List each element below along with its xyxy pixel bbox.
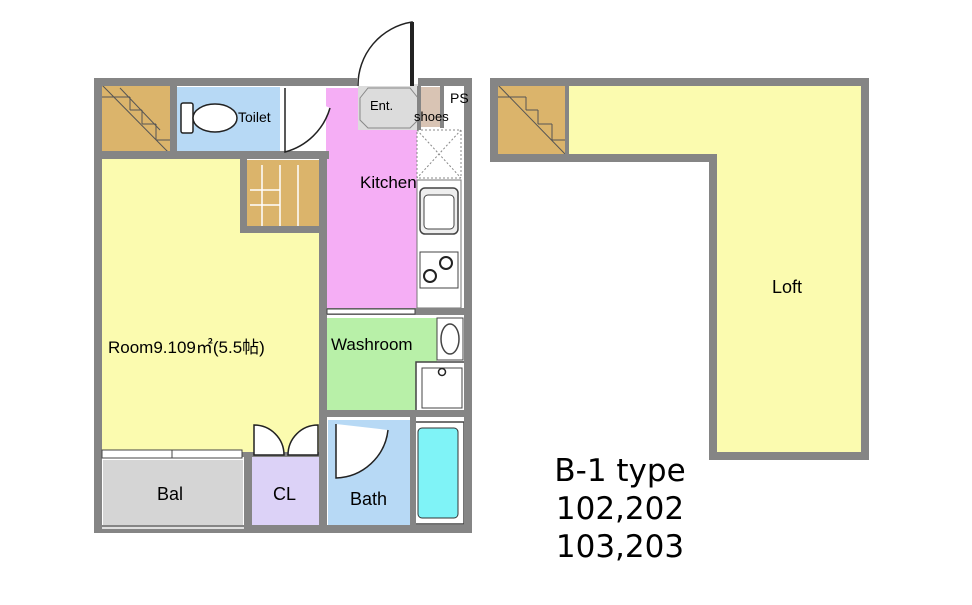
stairs-room-lines bbox=[250, 165, 299, 230]
toilet-tank bbox=[180, 102, 194, 134]
entrance-step bbox=[359, 87, 419, 129]
closet-door-right[interactable] bbox=[287, 424, 319, 456]
balcony-label: Bal bbox=[157, 484, 183, 504]
unit-numbers-line-2: 103,203 bbox=[555, 529, 685, 565]
ps-label: PS bbox=[450, 90, 469, 106]
room-floor bbox=[100, 158, 247, 452]
bath-label: Bath bbox=[350, 489, 387, 509]
closet-door-left[interactable] bbox=[253, 424, 285, 456]
stove-burner-1 bbox=[423, 269, 437, 283]
entrance-door-leaf bbox=[410, 22, 414, 86]
room-label: Room9.109㎡(5.5帖) bbox=[108, 338, 265, 357]
walls-loft bbox=[490, 78, 869, 460]
kitchen-label: Kitchen bbox=[360, 173, 417, 192]
loft-floor-main bbox=[717, 150, 861, 452]
loft-floor-top bbox=[565, 86, 861, 156]
entrance-label: Ent. bbox=[370, 98, 393, 113]
closet-label: CL bbox=[273, 484, 296, 504]
loft-stairs-lines bbox=[496, 83, 566, 155]
room-floor-right bbox=[246, 232, 322, 452]
vanity-basin bbox=[440, 323, 460, 355]
entrance-door[interactable] bbox=[357, 21, 413, 87]
shoes-cabinet bbox=[418, 87, 440, 127]
bathtub-water bbox=[417, 427, 459, 519]
unit-numbers-line-1: 102,202 bbox=[555, 491, 685, 527]
stairs-upper-room bbox=[246, 160, 322, 232]
kitchen-washroom-door bbox=[326, 308, 416, 315]
toilet-label: Toilet bbox=[238, 109, 271, 125]
kitchen-sink-basin bbox=[423, 194, 455, 230]
unit-type-block: B-1 type 102,202 103,203 bbox=[520, 452, 720, 566]
loft-label: Loft bbox=[772, 277, 802, 297]
shoes-label: shoes bbox=[414, 109, 449, 124]
washing-machine-drain bbox=[437, 367, 447, 377]
fridge-cross-2 bbox=[416, 129, 462, 179]
closet-floor bbox=[252, 455, 320, 525]
washing-machine-pan bbox=[415, 361, 469, 415]
unit-type-title: B-1 type bbox=[554, 453, 686, 489]
stairs-corner-lines bbox=[100, 83, 171, 155]
stove-burner-2 bbox=[439, 256, 453, 270]
toilet-bowl bbox=[192, 103, 238, 133]
balcony-floor bbox=[103, 460, 243, 525]
kitchen-stove bbox=[419, 251, 459, 289]
toilet-door[interactable] bbox=[284, 88, 331, 153]
washroom-label: Washroom bbox=[331, 335, 413, 354]
bath-door[interactable] bbox=[335, 424, 389, 479]
